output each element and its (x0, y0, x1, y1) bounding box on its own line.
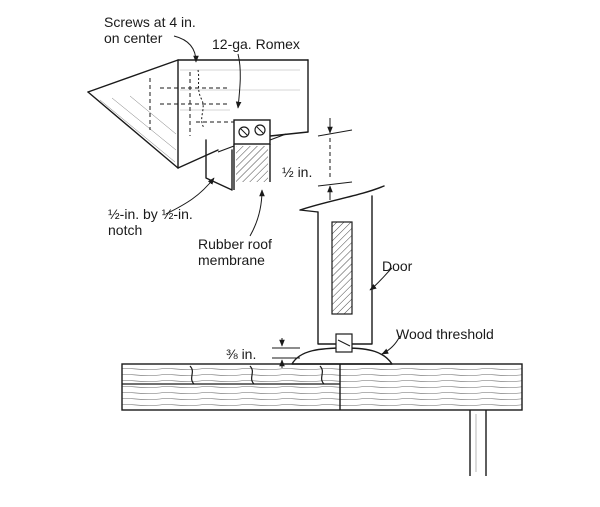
notch-label-line1: ½-in. by ½-in. (108, 206, 193, 222)
threshold (291, 333, 393, 365)
gap-top-label: ½ in. (282, 164, 313, 180)
threshold-label: Wood threshold (396, 326, 494, 342)
screws-label: Screws at 4 in. on center (104, 14, 196, 46)
membrane-label: Rubber roof membrane (198, 236, 272, 268)
membrane-label-line1: Rubber roof (198, 236, 272, 252)
romex-label: 12-ga. Romex (212, 36, 300, 52)
membrane-label-line2: membrane (198, 252, 265, 268)
door-section (299, 185, 385, 345)
gap-top-dimension (317, 118, 353, 200)
gap-bottom-label: ⅜ in. (226, 346, 257, 362)
screws-label-line2: on center (104, 30, 163, 46)
leader-lines (165, 35, 401, 355)
screw-hidden-lines (149, 69, 236, 136)
notch-label: ½-in. by ½-in. notch (108, 206, 193, 238)
screws-label-line1: Screws at 4 in. (104, 14, 196, 30)
floor-assembly (121, 363, 523, 476)
door-label: Door (382, 258, 413, 274)
notch-label-line2: notch (108, 222, 143, 238)
romex-membrane-assembly (205, 119, 287, 191)
header-jamb (87, 59, 309, 169)
